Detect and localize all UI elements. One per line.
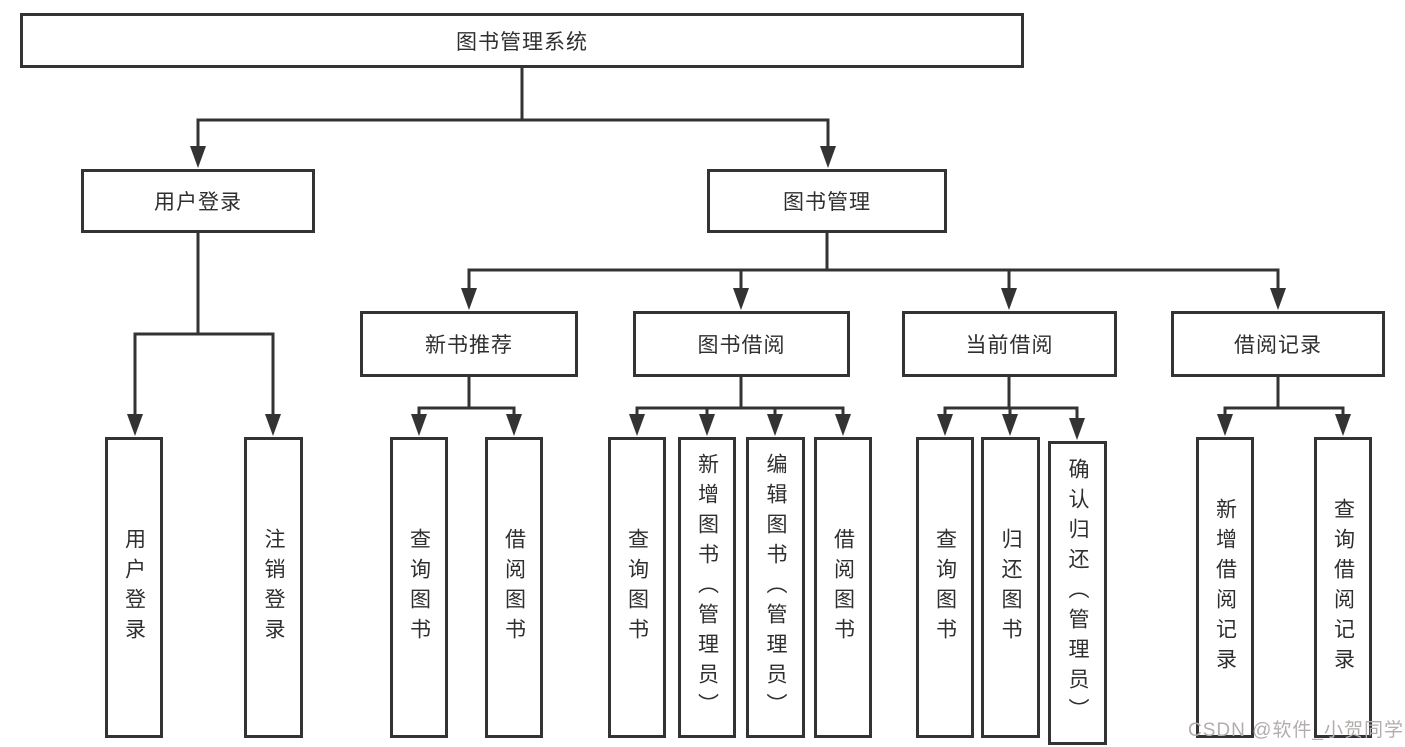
leaf-query-books-borrow: 查询图书 [608,437,666,738]
leaf-query-borrow-record: 查询借阅记录 [1314,437,1372,738]
node-label: 用户登录 [154,191,242,214]
connector-new-book-to-leaves [411,377,522,436]
leaf-label: 编辑图书（管理员） [764,452,787,723]
node-user-login: 用户登录 [81,169,315,233]
connector-book-borrow-to-leaves [629,377,851,436]
leaf-label: 查询图书 [407,527,431,648]
node-label: 借阅记录 [1234,334,1322,357]
leaf-query-books-recommend: 查询图书 [390,437,448,738]
connector-user-login-to-leaves [127,233,281,436]
leaf-label: 注销登录 [262,527,285,648]
node-library-management-system: 图书管理系统 [20,13,1024,68]
node-book-management: 图书管理 [707,169,947,233]
leaf-label: 新增图书（管理员） [695,452,719,723]
leaf-label: 查询借阅记录 [1331,497,1355,678]
leaf-label: 归还图书 [999,527,1022,648]
leaf-confirm-return-admin: 确认归还（管理员） [1048,441,1107,745]
node-borrow-records: 借阅记录 [1171,311,1385,377]
node-label: 图书借阅 [697,334,786,357]
connector-current-borrow-to-leaves [937,377,1085,440]
leaf-label: 用户登录 [122,527,146,648]
node-label: 图书管理 [783,191,871,214]
leaf-label: 查询图书 [625,527,649,648]
leaf-add-borrow-record: 新增借阅记录 [1196,437,1254,738]
node-current-borrow: 当前借阅 [902,311,1117,377]
leaf-label: 查询图书 [933,527,957,648]
leaf-label: 确认归还（管理员） [1066,458,1089,728]
leaf-label: 借阅图书 [831,527,855,648]
leaf-edit-book-admin: 编辑图书（管理员） [746,437,805,738]
node-label: 新书推荐 [425,334,513,357]
leaf-add-book-admin: 新增图书（管理员） [678,437,736,738]
node-new-book-recommend: 新书推荐 [360,311,578,377]
leaf-label: 新增借阅记录 [1213,497,1237,678]
leaf-query-books-current: 查询图书 [916,437,974,738]
leaf-logout: 注销登录 [244,437,303,738]
connector-root-to-branches [190,68,836,168]
connector-book-management-to-modules [461,233,1286,310]
leaf-label: 借阅图书 [502,527,526,648]
csdn-watermark: CSDN @软件_小贺同学 [1188,720,1404,741]
connector-borrow-records-to-leaves [1217,377,1351,436]
leaf-borrow-books: 借阅图书 [814,437,872,738]
leaf-borrow-books-recommend: 借阅图书 [485,437,543,738]
node-label: 当前借阅 [965,334,1054,357]
node-label: 图书管理系统 [456,30,588,54]
leaf-return-books: 归还图书 [981,437,1040,738]
leaf-user-login: 用户登录 [105,437,163,738]
node-book-borrow: 图书借阅 [633,311,850,377]
